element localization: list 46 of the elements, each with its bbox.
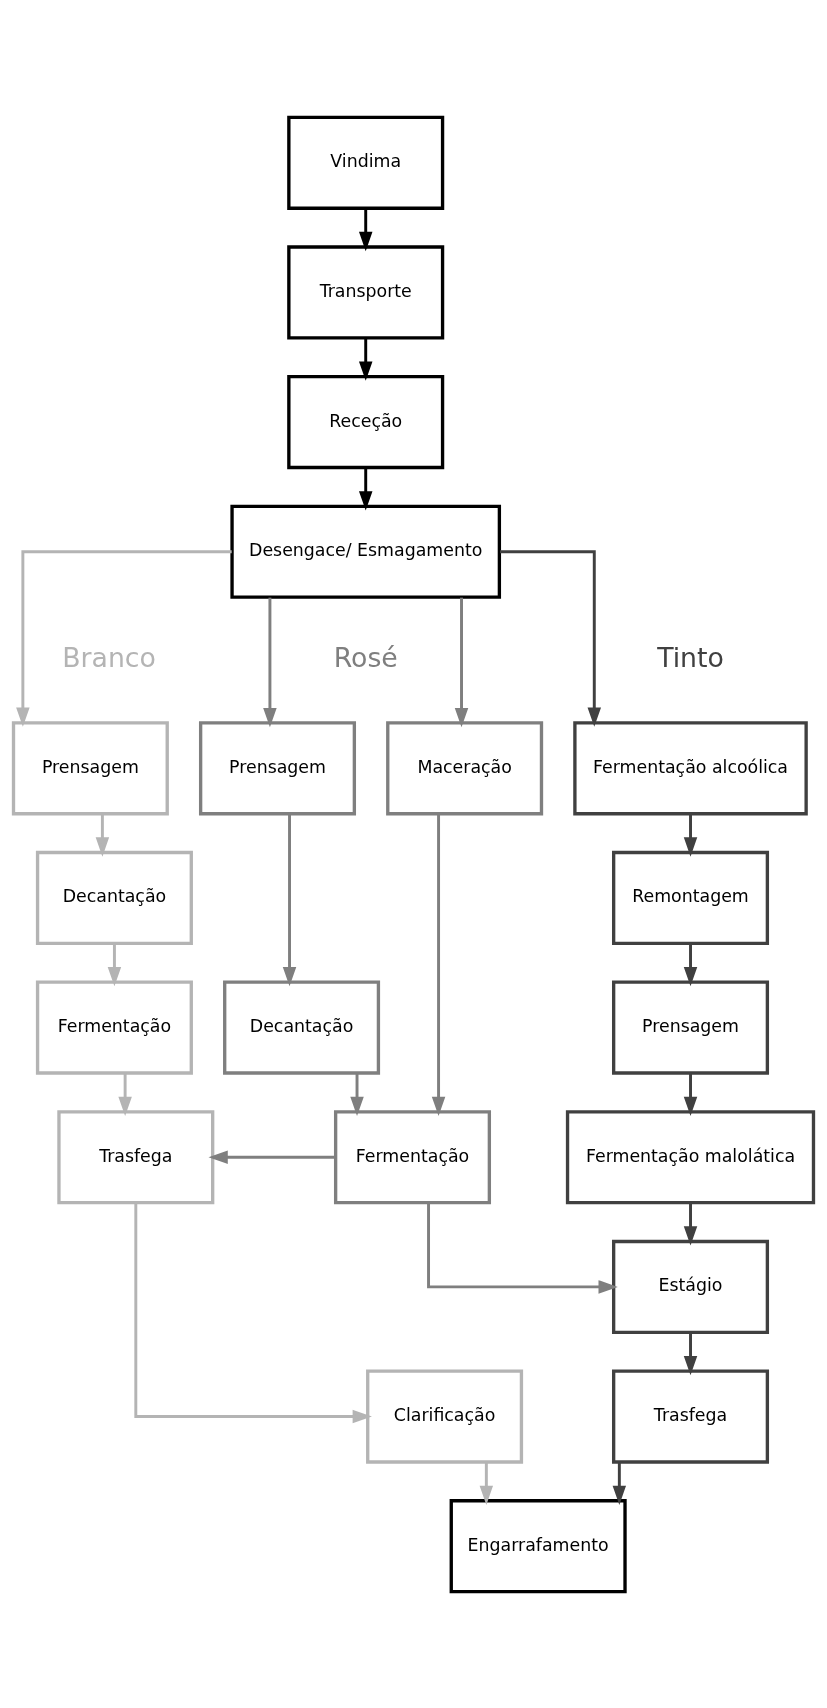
node-box: Clarificação <box>366 1368 524 1464</box>
node-box: Prensagem <box>612 980 770 1075</box>
node-box: Vindima <box>287 115 445 210</box>
node-box: Prensagem <box>198 720 357 815</box>
arrow <box>263 597 277 727</box>
node-box: Decantação <box>223 980 381 1075</box>
node-box: Trasfega <box>57 1109 215 1204</box>
node-box: Trasfega <box>612 1368 770 1464</box>
node-box: Prensagem <box>11 720 169 815</box>
arrow <box>454 597 469 727</box>
arrow <box>683 1072 698 1116</box>
arrow <box>282 813 297 986</box>
arrow <box>134 1202 372 1423</box>
label: Rosé <box>333 641 398 673</box>
arrow <box>431 813 446 1116</box>
arrow <box>358 467 373 510</box>
arrow <box>427 1202 618 1294</box>
arrow <box>683 943 698 986</box>
arrow <box>479 1461 494 1505</box>
arrow <box>358 208 373 251</box>
node-box: Transporte <box>287 244 445 340</box>
arrow <box>683 1332 698 1375</box>
node-box: Engarrafamento <box>449 1498 627 1593</box>
node-box: Estágio <box>612 1239 770 1334</box>
node-box: Desengace/ Esmagamento <box>230 504 502 599</box>
arrow <box>358 337 373 381</box>
arrow <box>95 813 110 857</box>
arrow <box>16 549 232 727</box>
arrow <box>500 549 602 727</box>
node-box: Remontagem <box>612 850 770 945</box>
label: Tinto <box>657 641 724 673</box>
arrow <box>683 813 698 857</box>
node-box: Maceração <box>386 720 544 815</box>
node-box: Fermentação malolática <box>565 1109 816 1204</box>
arrow <box>118 1072 132 1116</box>
node-box: Receção <box>287 374 445 469</box>
label: Branco <box>62 641 156 673</box>
arrow <box>612 1461 627 1505</box>
arrow <box>208 1150 336 1164</box>
node-box: Fermentação <box>333 1109 492 1204</box>
node-box: Decantação <box>35 850 193 945</box>
arrow <box>683 1202 698 1246</box>
arrow <box>107 943 122 986</box>
node-box: Fermentação <box>35 980 193 1075</box>
arrow <box>350 1072 364 1116</box>
node-box: Fermentação alcoólica <box>573 720 808 815</box>
